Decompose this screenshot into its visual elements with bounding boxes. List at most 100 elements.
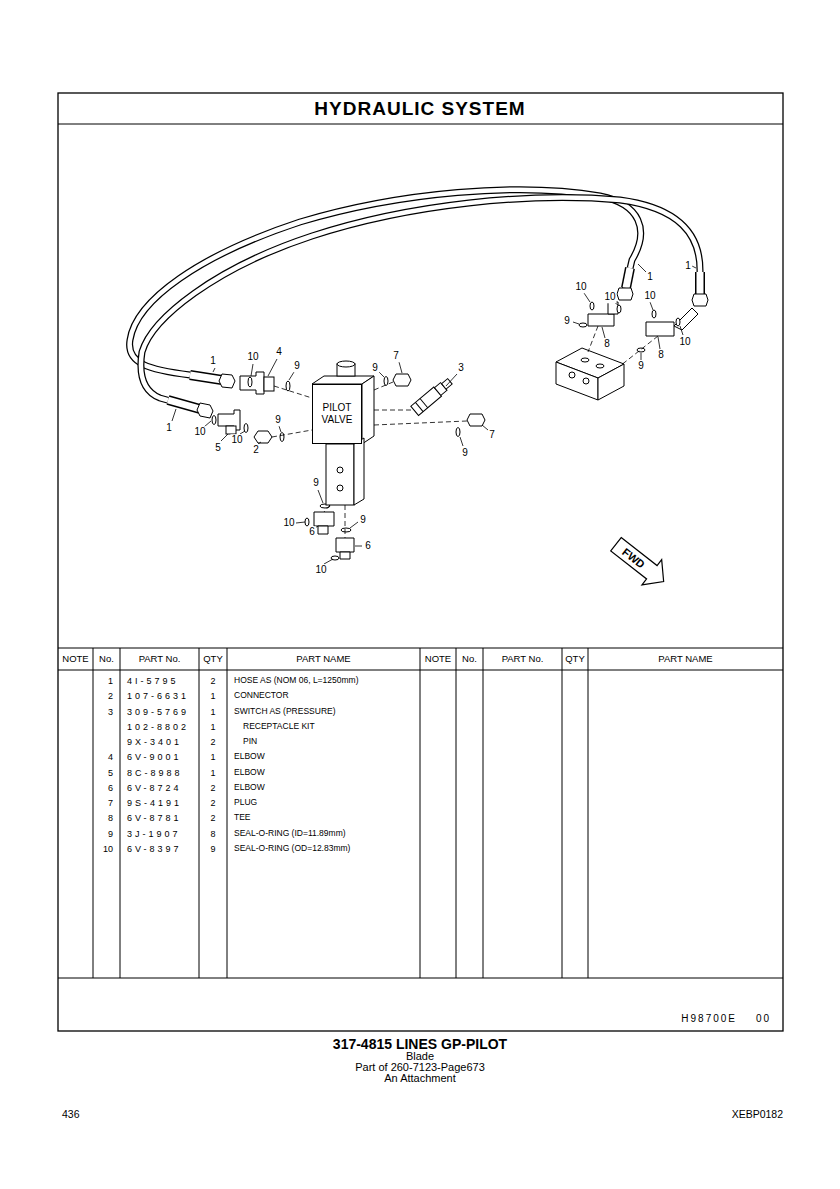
item-number: 7 [108, 798, 113, 808]
seal-o-ring [341, 528, 351, 532]
callout-number: 10 [574, 281, 587, 293]
table-header: NOTE [62, 654, 88, 665]
hose [130, 190, 700, 412]
drawing-code: H98700E [681, 1013, 737, 1025]
part-name: SEAL-O-RING (ID=11.89mm) [234, 829, 346, 839]
seal-o-ring [617, 305, 621, 313]
callout-number: 10 [603, 291, 616, 303]
fitting [197, 288, 708, 559]
part-name: ELBOW [234, 783, 265, 793]
control-valve-block [596, 364, 604, 368]
direction-arrow: FWD [605, 531, 675, 596]
seal-o-ring [248, 377, 252, 387]
pilot-valve-body [354, 438, 364, 505]
document-number: XEBP0182 [732, 1108, 783, 1120]
leader-line [324, 559, 333, 564]
hose-ferrule [697, 272, 704, 294]
pilot-valve-body [362, 376, 374, 444]
table-frame [58, 93, 783, 1031]
quantity: 1 [210, 706, 215, 716]
leader-line [692, 266, 696, 268]
hose [141, 198, 700, 412]
table-frame [483, 648, 484, 978]
leader-line [641, 353, 642, 360]
table-header: No. [99, 654, 114, 665]
part-name: SEAL-O-RING (OD=12.83mm) [234, 844, 350, 854]
node-body: FWD [605, 531, 675, 596]
leader-line [289, 372, 294, 380]
arrow-outline [606, 532, 673, 594]
table-header: PART NAME [296, 654, 350, 665]
page-title: HYDRAULIC SYSTEM [314, 98, 525, 120]
control-valve-block [581, 358, 589, 362]
hose-ferrule [626, 268, 630, 288]
control-valve-block [598, 364, 624, 400]
table-header: PART NAME [658, 654, 712, 665]
valve-label-face: PILOT VALVE [312, 384, 362, 444]
leader-line [279, 426, 281, 432]
fitting [646, 322, 674, 336]
seal-o-ring [456, 428, 460, 437]
item-number: 4 [108, 752, 113, 762]
part-name: PLUG [234, 798, 257, 808]
callout-number: 10 [230, 434, 243, 446]
leader-line [350, 522, 358, 528]
item-number: 10 [103, 844, 113, 854]
part-number: 8C-8988 [127, 767, 183, 777]
hose-ferrule [168, 268, 700, 409]
pressure-switch [420, 399, 428, 408]
table-frame [227, 648, 228, 978]
fitting [318, 526, 328, 534]
pressure-switch [411, 377, 454, 416]
item-number: 5 [108, 767, 113, 777]
quantity: 8 [210, 829, 215, 839]
leader-line [573, 322, 579, 324]
seal-o-ring [590, 302, 594, 310]
pressure-switch [442, 379, 453, 390]
fitting [254, 431, 272, 443]
quantity: 2 [210, 813, 215, 823]
quantity: 1 [210, 691, 215, 701]
seal-o-ring [652, 310, 656, 318]
node-body: PILOT VALVE [312, 384, 362, 444]
part-name: PIN [243, 737, 257, 747]
seal-o-ring [280, 433, 284, 442]
callout-number: 10 [643, 290, 656, 302]
leader-line [446, 374, 457, 386]
leader-line [399, 362, 402, 373]
leader-line [172, 409, 176, 421]
table-frame [588, 648, 589, 978]
leader-line [602, 327, 605, 338]
pilot-valve-body [337, 485, 343, 491]
node-text: PILOT VALVE [317, 402, 357, 426]
part-name: ELBOW [234, 768, 265, 778]
item-number: 6 [108, 783, 113, 793]
fitting [608, 302, 618, 314]
control-valve-block [556, 348, 624, 400]
leader-line [650, 302, 653, 310]
callout-number: 8 [603, 338, 611, 350]
callout-number: 6 [308, 526, 316, 538]
quantity: 9 [210, 844, 215, 854]
page-number: 436 [62, 1108, 80, 1120]
part-name: ELBOW [234, 752, 265, 762]
fitting [219, 374, 235, 388]
callout-number: 2 [252, 444, 260, 456]
fitting [467, 414, 485, 426]
callout-number: 9 [293, 360, 301, 372]
leader-line [638, 264, 646, 272]
seal-o-ring [286, 381, 290, 391]
part-name: RECEPTACLE KIT [243, 722, 315, 732]
leader-line [482, 425, 488, 430]
fitting [240, 372, 264, 394]
table-header: PART No. [139, 654, 181, 665]
assembly-line [345, 505, 346, 538]
callout-number: 7 [488, 429, 496, 441]
part-number: 6V-8397 [127, 844, 182, 854]
table-frame [456, 648, 457, 978]
fitting [674, 308, 698, 330]
quantity: 1 [210, 722, 215, 732]
caption-note: Part of 260-7123-Page673 [355, 1061, 485, 1074]
